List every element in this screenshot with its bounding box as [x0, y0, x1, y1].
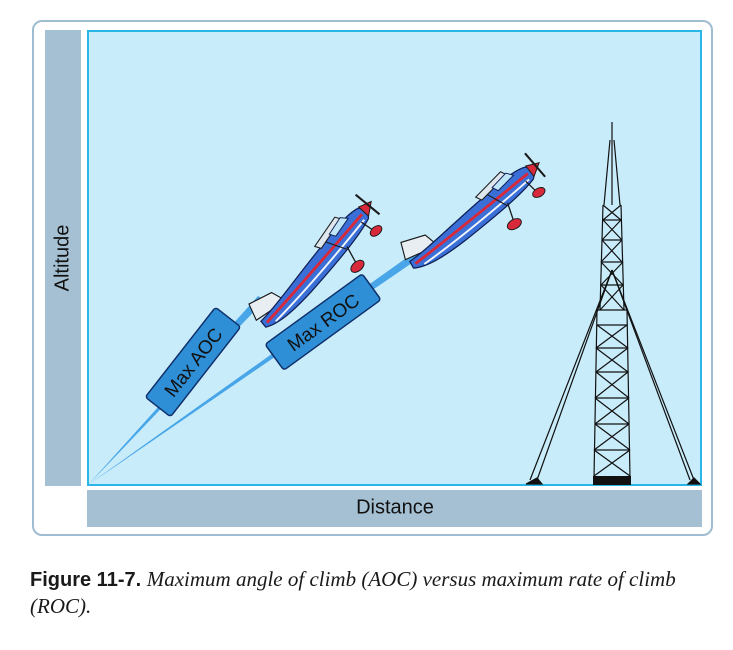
radio-tower — [525, 122, 702, 485]
max-aoc-label-box: Max AOC — [145, 307, 241, 417]
sky-area — [87, 30, 702, 486]
figure-caption: Figure 11-7. Maximum angle of climb (AOC… — [30, 566, 720, 620]
airplane-max-roc — [387, 148, 564, 286]
distance-axis-label: Distance — [356, 496, 434, 519]
figure-caption-text: Maximum angle of climb (AOC) versus maxi… — [30, 567, 676, 618]
roc-climb-beam — [88, 246, 428, 485]
figure-number: Figure 11-7. — [30, 569, 142, 591]
altitude-axis-bar — [45, 30, 81, 486]
max-roc-label-box: Max ROC — [265, 274, 381, 370]
distance-axis-bar — [87, 490, 702, 527]
